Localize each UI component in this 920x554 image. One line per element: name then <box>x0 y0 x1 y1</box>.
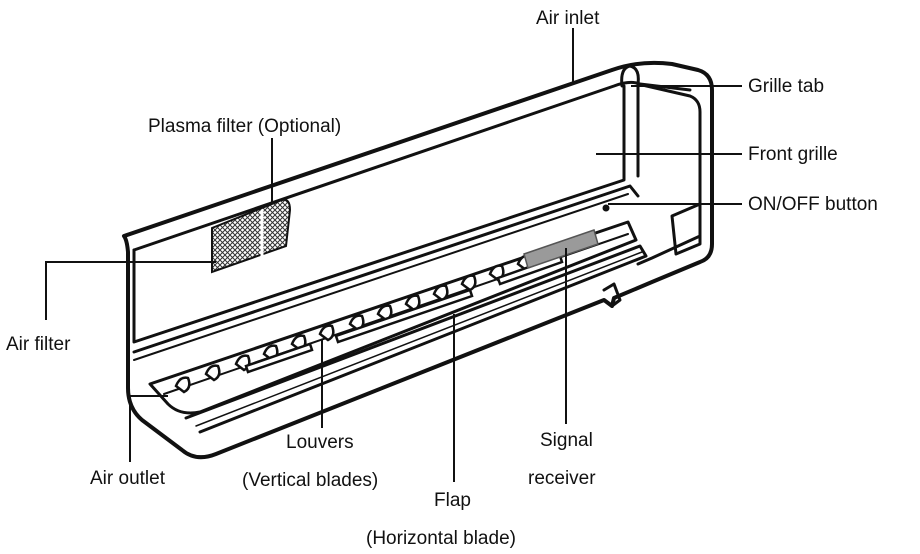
flap <box>184 244 648 434</box>
side-panel <box>636 82 702 266</box>
label-front-grille: Front grille <box>748 144 838 165</box>
label-signal: Signal <box>540 430 593 451</box>
front-panel <box>132 84 626 344</box>
leader-lines <box>45 28 742 482</box>
signal-receiver-window <box>523 229 599 269</box>
louver-blade <box>318 324 335 342</box>
label-louvers-sub: (Vertical blades) <box>242 470 378 491</box>
grille-tab <box>620 64 640 178</box>
label-flap: Flap <box>434 490 471 511</box>
label-plasma-filter: Plasma filter (Optional) <box>148 116 341 137</box>
louver-blade <box>460 274 477 292</box>
label-on-off-button: ON/OFF button <box>748 194 878 215</box>
louver-blade <box>204 364 221 382</box>
indoor-unit-body <box>122 60 714 460</box>
label-grille-tab: Grille tab <box>748 76 824 97</box>
unit-outline <box>122 60 714 460</box>
louver-blade <box>174 376 191 394</box>
louvers <box>174 234 587 394</box>
louver-linkage <box>244 342 314 374</box>
label-air-outlet: Air outlet <box>90 468 166 489</box>
label-louvers: Louvers <box>286 432 354 453</box>
label-flap-sub: (Horizontal blade) <box>366 528 516 549</box>
label-signal-sub: receiver <box>528 468 596 489</box>
label-air-inlet: Air inlet <box>536 8 600 29</box>
leader-air-outlet <box>129 395 168 462</box>
on-off-button <box>602 204 610 212</box>
leader-air-filter <box>45 261 216 320</box>
lower-edge <box>132 184 640 354</box>
plasma-filter <box>211 198 292 274</box>
louver-linkage <box>334 288 474 344</box>
labels: Air inlet Plasma filter (Optional) Grill… <box>6 8 878 549</box>
label-air-filter: Air filter <box>6 334 71 355</box>
outlet-opening <box>148 220 638 415</box>
